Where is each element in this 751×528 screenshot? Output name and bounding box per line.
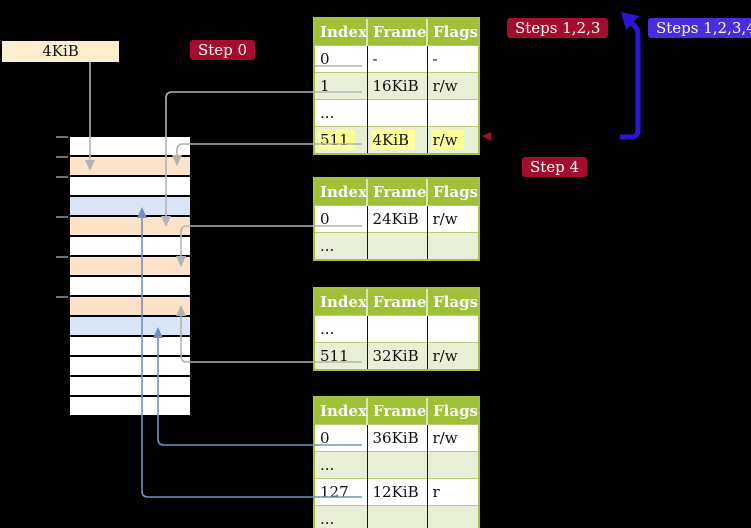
- table-cell: 16KiB: [367, 72, 428, 100]
- table-row: ...: [315, 451, 478, 479]
- table-cell: [367, 99, 428, 127]
- table-cell: [427, 451, 478, 479]
- badge-steps1234: Steps 1,2,3,4: [648, 18, 751, 38]
- memory-address-ticks: [56, 136, 68, 298]
- table-cell: r/w: [427, 424, 478, 452]
- table-cell: [427, 99, 478, 127]
- highlighted-value: 4KiB: [370, 130, 416, 150]
- table-cell: [427, 505, 478, 528]
- physical-memory-column: [70, 137, 190, 417]
- column-header-index: Index: [315, 398, 368, 425]
- table-row: 0--: [315, 45, 478, 73]
- table-cell: ...: [315, 99, 368, 127]
- table-row: ...: [315, 232, 478, 259]
- table-cell: -: [367, 45, 428, 73]
- table-cell: [367, 315, 428, 343]
- table-cell: 4KiB: [367, 126, 428, 153]
- column-header-flags: Flags: [427, 19, 478, 46]
- column-header-flags: Flags: [427, 179, 478, 206]
- thick-blue-step-loop-arrow: [620, 20, 641, 140]
- table-cell: 24KiB: [367, 205, 428, 233]
- column-header-frame: Frame: [367, 19, 428, 46]
- table-cell: r/w: [427, 126, 478, 153]
- highlighted-value: r/w: [430, 130, 464, 150]
- table-cell: r/w: [427, 342, 478, 369]
- table-cell: 0: [315, 424, 368, 452]
- table-cell: 32KiB: [367, 342, 428, 369]
- memory-row-8: [70, 277, 190, 295]
- table-cell: ...: [315, 315, 368, 343]
- column-header-frame: Frame: [367, 289, 428, 316]
- table-row: 511 4KiB r/w: [315, 126, 478, 153]
- table-cell: 511: [315, 342, 368, 369]
- table-cell: ...: [315, 505, 368, 528]
- memory-row-5: [70, 217, 190, 235]
- table-row: ...: [315, 99, 478, 127]
- badge-step0: Step 0: [190, 40, 256, 60]
- table-cell: r: [427, 478, 478, 506]
- memory-row-4: [70, 197, 190, 215]
- table-cell: 127: [315, 478, 368, 506]
- memory-row-7: [70, 257, 190, 275]
- memory-row-1: [70, 137, 190, 155]
- table-cell: [427, 315, 478, 343]
- table-cell: r/w: [427, 72, 478, 100]
- memory-row-12: [70, 357, 190, 375]
- column-header-frame: Frame: [367, 179, 428, 206]
- memory-row-3: [70, 177, 190, 195]
- table-cell: ...: [315, 232, 368, 259]
- table-cell: r/w: [427, 205, 478, 233]
- table-cell: [367, 451, 428, 479]
- table-cell: 0: [315, 205, 368, 233]
- column-header-frame: Frame: [367, 398, 428, 425]
- table-cell: [427, 232, 478, 259]
- memory-row-13: [70, 377, 190, 395]
- table-cell: 1: [315, 72, 368, 100]
- column-header-index: Index: [315, 289, 368, 316]
- column-header-flags: Flags: [427, 289, 478, 316]
- column-header-index: Index: [315, 19, 368, 46]
- frame-size-label-box: 4KiB: [2, 41, 119, 62]
- column-header-flags: Flags: [427, 398, 478, 425]
- table-row: ...: [315, 315, 478, 343]
- table-cell: 511: [315, 126, 368, 153]
- table-cell: [367, 505, 428, 528]
- table-cell: ...: [315, 451, 368, 479]
- badge-steps123: Steps 1,2,3: [507, 18, 609, 38]
- red-arrowhead-at-table1: [482, 132, 491, 141]
- column-header-index: Index: [315, 179, 368, 206]
- table-cell: 0: [315, 45, 368, 73]
- table-cell: -: [427, 45, 478, 73]
- badge-step4: Step 4: [522, 157, 588, 177]
- table-cell: 12KiB: [367, 478, 428, 506]
- table-row: ...: [315, 505, 478, 528]
- memory-row-11: [70, 337, 190, 355]
- memory-row-14: [70, 397, 190, 415]
- thick-blue-arrowhead: [621, 12, 639, 30]
- table-cell: [367, 232, 428, 259]
- table-cell: 36KiB: [367, 424, 428, 452]
- memory-row-10: [70, 317, 190, 335]
- memory-row-9: [70, 297, 190, 315]
- memory-row-6: [70, 237, 190, 255]
- memory-row-2: [70, 157, 190, 175]
- highlighted-value: 511: [318, 130, 355, 150]
